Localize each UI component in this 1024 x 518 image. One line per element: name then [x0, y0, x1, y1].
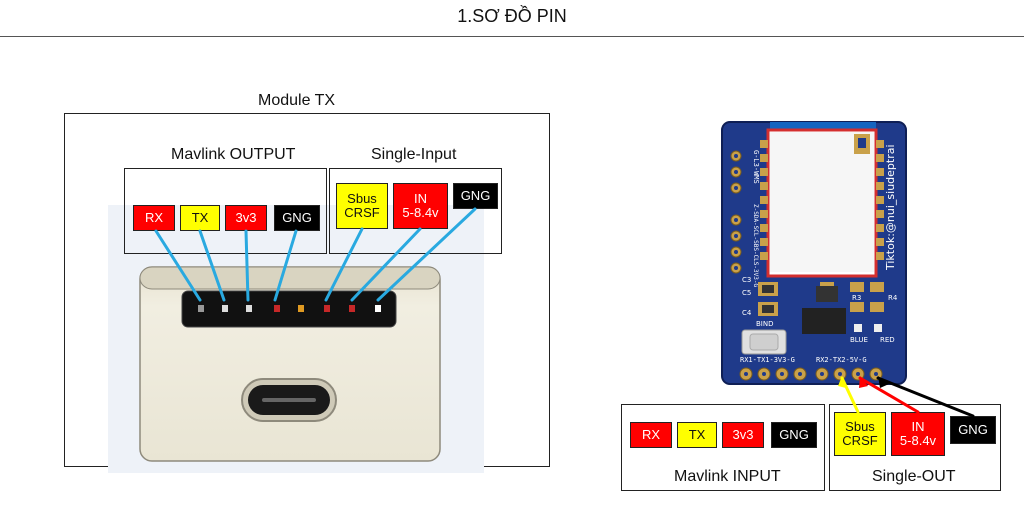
- mavlink-output-rx-pin: RX: [133, 205, 175, 231]
- board-bottom-right-row: RX2-TX2-5V-G: [816, 356, 867, 364]
- single-out-crsf-text: CRSF: [842, 433, 878, 448]
- single-out-in-text: IN: [911, 419, 925, 434]
- single-out-sbus-text: Sbus: [845, 419, 875, 434]
- mavlink-output-3v3-pin: 3v3: [225, 205, 267, 231]
- board-left-pin-text-2: Z-SDA-SCL-SBS-CLS-3V3-G: [752, 204, 759, 287]
- single-input-in-text: IN: [413, 191, 427, 206]
- board-label-blue: BLUE: [850, 336, 868, 344]
- mavlink-output-tx-pin: TX: [180, 205, 220, 231]
- mavlink-output-label: Mavlink OUTPUT: [171, 146, 296, 163]
- board-bottom-left-row: RX1-TX1-3V3-G: [740, 356, 795, 364]
- single-out-voltage-text: 5-8.4v: [899, 433, 937, 448]
- board-side-text: Tiktok:@nui_siudeptrai: [884, 144, 897, 271]
- single-input-crsf-text: CRSF: [344, 205, 380, 220]
- mavlink-input-tx-pin: TX: [677, 422, 717, 448]
- receiver-board: G-L3-WMS Z-SDA-SCL-SBS-CLS-3V3-G Tiktok:…: [721, 121, 907, 385]
- single-out-label: Single-OUT: [872, 468, 956, 485]
- board-label-c4: C4: [742, 309, 752, 317]
- title-divider: [0, 36, 1024, 37]
- mavlink-input-label: Mavlink INPUT: [674, 468, 781, 485]
- board-label-c5: C5: [742, 289, 751, 297]
- board-label-r3: R3: [852, 294, 861, 302]
- module-tx-label: Module TX: [258, 92, 336, 109]
- board-label-r4: R4: [888, 294, 898, 302]
- mavlink-input-frame: [621, 404, 825, 491]
- mavlink-input-gng-pin: GNG: [771, 422, 817, 448]
- mavlink-input-rx-pin: RX: [630, 422, 672, 448]
- board-label-red: RED: [880, 336, 895, 344]
- single-input-sbus-text: Sbus: [347, 191, 377, 206]
- mavlink-output-frame: [124, 168, 327, 254]
- mavlink-input-3v3-pin: 3v3: [722, 422, 764, 448]
- page-title: 1.SƠ ĐỒ PIN: [457, 6, 567, 26]
- single-input-voltage-text: 5-8.4v: [402, 205, 439, 220]
- module-housing: [139, 266, 441, 462]
- board-label-bind: BIND: [756, 320, 774, 328]
- single-out-gng-pin: GNG: [950, 416, 996, 444]
- mavlink-output-gng-pin: GNG: [274, 205, 320, 231]
- single-input-label: Single-Input: [371, 146, 457, 163]
- single-input-gng-pin: GNG: [453, 183, 498, 209]
- board-left-pin-text: G-L3-WMS: [752, 150, 760, 184]
- board-label-c3: C3: [742, 276, 751, 284]
